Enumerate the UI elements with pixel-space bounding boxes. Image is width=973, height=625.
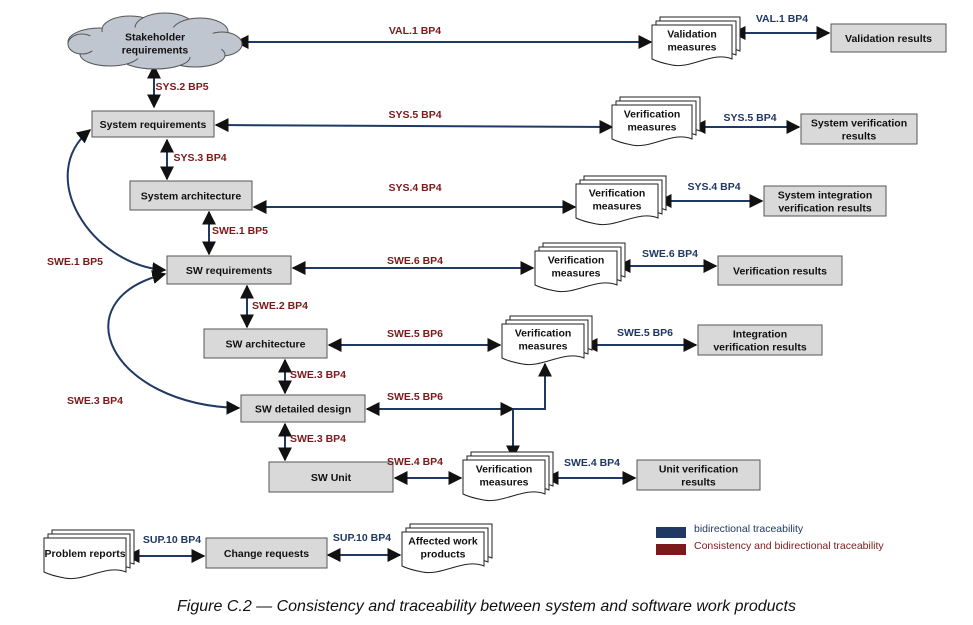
edge-label-swe3-bp4-c: SWE.3 BP4 — [290, 433, 346, 445]
edge-label-sup10-bp4-b: SUP.10 BP4 — [333, 532, 391, 544]
ver-results-label: Verification results — [733, 266, 827, 278]
edge-label-swe3-bp4-a: SWE.3 BP4 — [290, 369, 346, 381]
legend-bidirectional: bidirectional traceability — [656, 523, 804, 538]
figure-caption: Figure C.2 — Consistency and traceabilit… — [177, 598, 796, 615]
edge-label-swe6-bp4-a: SWE.6 BP4 — [387, 255, 443, 267]
edge-label-val1-bp4-a: VAL.1 BP4 — [389, 25, 441, 37]
trace-edge — [513, 362, 552, 410]
trace-edge — [214, 118, 614, 134]
sys-req-label: System requirements — [100, 119, 207, 131]
val-results-label: Validation results — [845, 33, 932, 45]
sw-det-label: SW detailed design — [255, 404, 351, 416]
sys-arch-box: System architecture — [129, 180, 253, 211]
edge-label-sys4-bp4-a: SYS.4 BP4 — [388, 182, 441, 194]
edge-label-swe2-bp4: SWE.2 BP4 — [252, 300, 308, 312]
change-requests-label: Change requests — [224, 548, 309, 560]
edge-label-swe5-bp6-c: SWE.5 BP6 — [387, 391, 443, 403]
legend-bidirectional-label: bidirectional traceability — [694, 523, 804, 535]
sw-req-box: SW requirements — [166, 255, 292, 285]
sw-arch-box: SW architecture — [203, 328, 328, 359]
sw-det-box: SW detailed design — [240, 394, 366, 423]
sw-unit-label: SW Unit — [311, 472, 352, 484]
sys-req-box: System requirements — [91, 110, 215, 138]
edge-label-val1-bp4-b: VAL.1 BP4 — [756, 13, 808, 25]
legend-swatch-red — [656, 544, 686, 555]
edge-label-swe1-bp5-a: SWE.1 BP5 — [212, 225, 268, 237]
edge-label-swe4-bp4-a: SWE.4 BP4 — [387, 456, 443, 468]
sw-unit-box: SW Unit — [268, 461, 394, 493]
edge-label-swe4-bp4-b: SWE.4 BP4 — [564, 457, 620, 469]
val-results-box: Validation results — [830, 23, 947, 53]
edge-label-swe1-bp5-b: SWE.1 BP5 — [47, 256, 103, 268]
edge-label-swe6-bp4-b: SWE.6 BP4 — [642, 248, 698, 260]
edge-label-swe5-bp6-a: SWE.5 BP6 — [387, 328, 443, 340]
edge-label-swe5-bp6-b: SWE.5 BP6 — [617, 327, 673, 339]
curved-trace-edge — [107, 270, 241, 415]
edge-label-sys3-bp4: SYS.3 BP4 — [173, 152, 226, 164]
edge-label-sys5-bp4-b: SYS.5 BP4 — [723, 112, 776, 124]
problem-reports-document: Problem reports — [43, 529, 135, 580]
edge-label-sys2-bp5: SYS.2 BP5 — [155, 81, 208, 93]
problem-reports-label: Problem reports — [44, 548, 125, 560]
change-requests-box: Change requests — [205, 537, 328, 569]
legend-consistency-label: Consistency and bidirectional traceabili… — [694, 540, 884, 552]
edge-label-swe3-bp4-b: SWE.3 BP4 — [67, 395, 123, 407]
sys-arch-label: System architecture — [141, 191, 242, 203]
edge-label-sup10-bp4-a: SUP.10 BP4 — [143, 534, 201, 546]
sw-req-label: SW requirements — [186, 265, 273, 277]
legend-consistency: Consistency and bidirectional traceabili… — [656, 540, 884, 555]
edge-label-sys5-bp4-a: SYS.5 BP4 — [388, 109, 441, 121]
ver-results-box: Verification results — [717, 255, 843, 286]
sw-arch-label: SW architecture — [226, 339, 306, 351]
legend-swatch-blue — [656, 527, 686, 538]
edge-label-sys4-bp4-b: SYS.4 BP4 — [687, 181, 740, 193]
curved-trace-edge — [66, 129, 167, 277]
